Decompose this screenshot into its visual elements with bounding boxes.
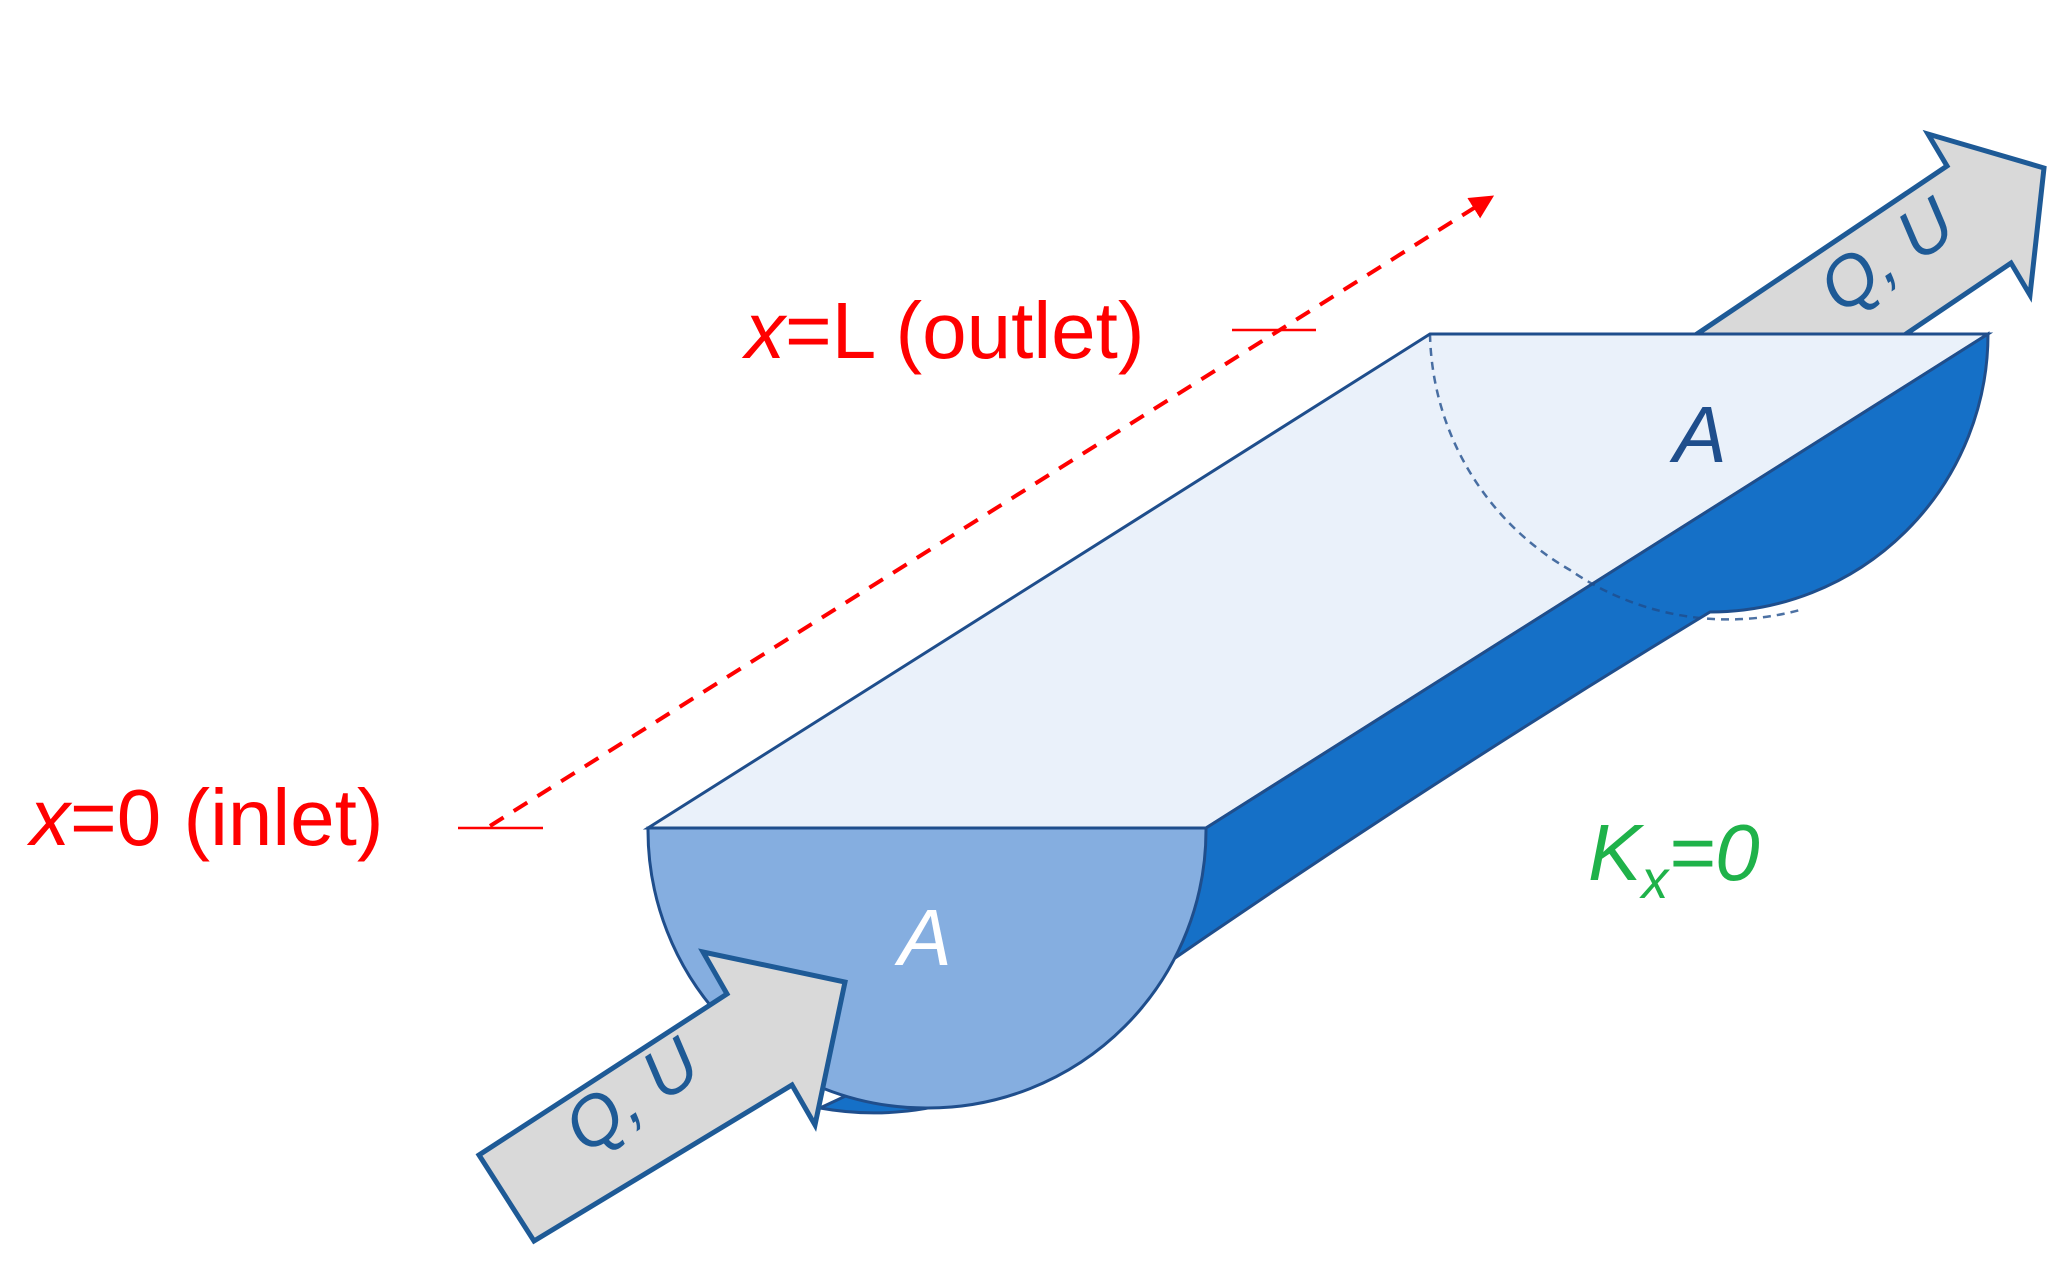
x-axis-arrow [488,195,1495,828]
inlet-var: x [26,773,73,862]
k-eq: =0 [1668,808,1759,897]
k-main: K [1588,808,1645,897]
inlet-flow-arrow: Q, U [475,948,848,1245]
k-sub: x [1638,850,1670,910]
channel-body [642,331,1994,1115]
outlet-hidden-arc [1428,333,1801,621]
inlet-rest: =0 (inlet) [70,773,383,862]
outlet-var: x [741,286,788,375]
area-label-outlet: A [1669,390,1726,479]
area-label-inlet: A [894,893,951,982]
dispersion-label: Kx=0 [1588,808,1760,910]
outlet-position-label: x=L (outlet) [741,286,1144,375]
outlet-rest: =L (outlet) [785,286,1144,375]
inlet-position-label: x=0 (inlet) [26,773,383,862]
inlet-arrow-shape [475,948,848,1245]
